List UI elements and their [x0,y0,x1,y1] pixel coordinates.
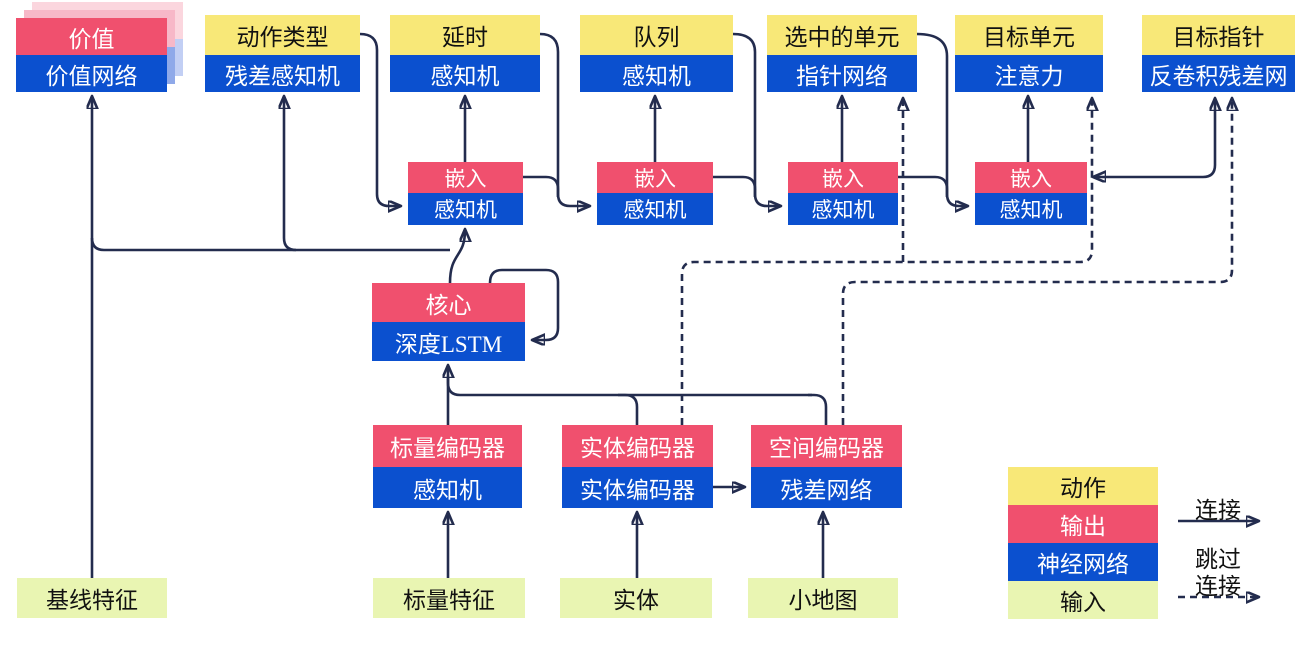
legend-skip-label-line1: 跳过 [1195,547,1241,572]
node-embed-4: 嵌入 感知机 [975,162,1087,225]
embed-2-network-label: 感知机 [597,193,713,225]
action-type-network-label: 残差感知机 [205,55,360,92]
legend-network: 神经网络 [1008,543,1158,581]
queue-label: 队列 [580,15,733,55]
spatial-encoder-label: 空间编码器 [751,425,902,467]
node-delay: 延时 感知机 [390,15,540,92]
entity-encoder-label: 实体编码器 [562,425,713,467]
node-spatial-encoder: 空间编码器 残差网络 [751,425,902,508]
legend-solid-label: 连接 [1195,498,1241,523]
target-unit-network-label: 注意力 [955,55,1103,92]
node-target-unit: 目标单元 注意力 [955,15,1103,92]
embed-2-label: 嵌入 [597,162,713,193]
wire-embed4-targetpoint-fork [1094,99,1215,177]
wire-actiontype-to-embed1 [359,32,400,206]
target-point-network-label: 反卷积残差网 [1142,55,1295,92]
embed-3-network-label: 感知机 [788,193,898,225]
scalar-encoder-label: 标量编码器 [373,425,522,467]
embed-4-network-label: 感知机 [975,193,1087,225]
legend-skip-label-line2: 连接 [1195,574,1241,599]
core-label: 核心 [372,283,525,322]
node-embed-2: 嵌入 感知机 [597,162,713,225]
legend-input: 输入 [1008,581,1158,619]
wire-embed1-out-merge [523,175,560,197]
action-type-label: 动作类型 [205,15,360,55]
selected-units-label: 选中的单元 [767,15,917,55]
embed-4-label: 嵌入 [975,162,1087,193]
node-selected-units: 选中的单元 指针网络 [767,15,917,92]
legend-output: 输出 [1008,505,1158,543]
node-entity-encoder: 实体编码器 实体编码器 [562,425,713,508]
node-minimap: 小地图 [748,578,898,618]
node-queue: 队列 感知机 [580,15,733,92]
target-unit-label: 目标单元 [955,15,1103,55]
wire-spatialenc-up [808,393,828,425]
node-embed-3: 嵌入 感知机 [788,162,898,225]
wire-core-self-loop [488,268,560,340]
skip-spatialenc-to-targetpoint [841,99,1232,425]
node-value: 价值 价值网络 [16,18,167,92]
entity-encoder-network-label: 实体编码器 [562,467,713,508]
wire-embed2-out-merge [713,175,757,197]
value-output-label: 价值 [16,18,167,55]
wire-embed3-out-merge [898,175,949,197]
node-scalar-features: 标量特征 [373,578,525,618]
queue-network-label: 感知机 [580,55,733,92]
target-point-label: 目标指针 [1142,15,1295,55]
core-network-label: 深度LSTM [372,322,525,361]
value-network-label: 价值网络 [16,55,167,92]
embed-3-label: 嵌入 [788,162,898,193]
node-scalar-encoder: 标量编码器 感知机 [373,425,522,508]
node-baseline-features: 基线特征 [17,578,167,618]
legend-box: 动作 输出 神经网络 输入 [1008,467,1158,619]
embed-1-network-label: 感知机 [408,193,523,225]
skip-entityenc-to-targetunit [680,99,1092,425]
scalar-encoder-network-label: 感知机 [373,467,522,508]
selected-units-network-label: 指针网络 [767,55,917,92]
node-target-point: 目标指针 反卷积残差网 [1142,15,1295,92]
node-entities: 实体 [560,578,712,618]
delay-label: 延时 [390,15,540,55]
embed-1-label: 嵌入 [408,162,523,193]
wire-core-branch-horizontal [90,237,450,252]
node-core: 核心 深度LSTM [372,283,525,361]
wire-core-to-embed1 [448,230,465,284]
wire-encoder-collector [446,378,812,397]
wire-entityenc-up [618,393,639,425]
delay-network-label: 感知机 [390,55,540,92]
legend-action: 动作 [1008,467,1158,505]
node-action-type: 动作类型 残差感知机 [205,15,360,92]
spatial-encoder-network-label: 残差网络 [751,467,902,508]
node-embed-1: 嵌入 感知机 [408,162,523,225]
wire-branch-to-actiontype [284,97,297,252]
